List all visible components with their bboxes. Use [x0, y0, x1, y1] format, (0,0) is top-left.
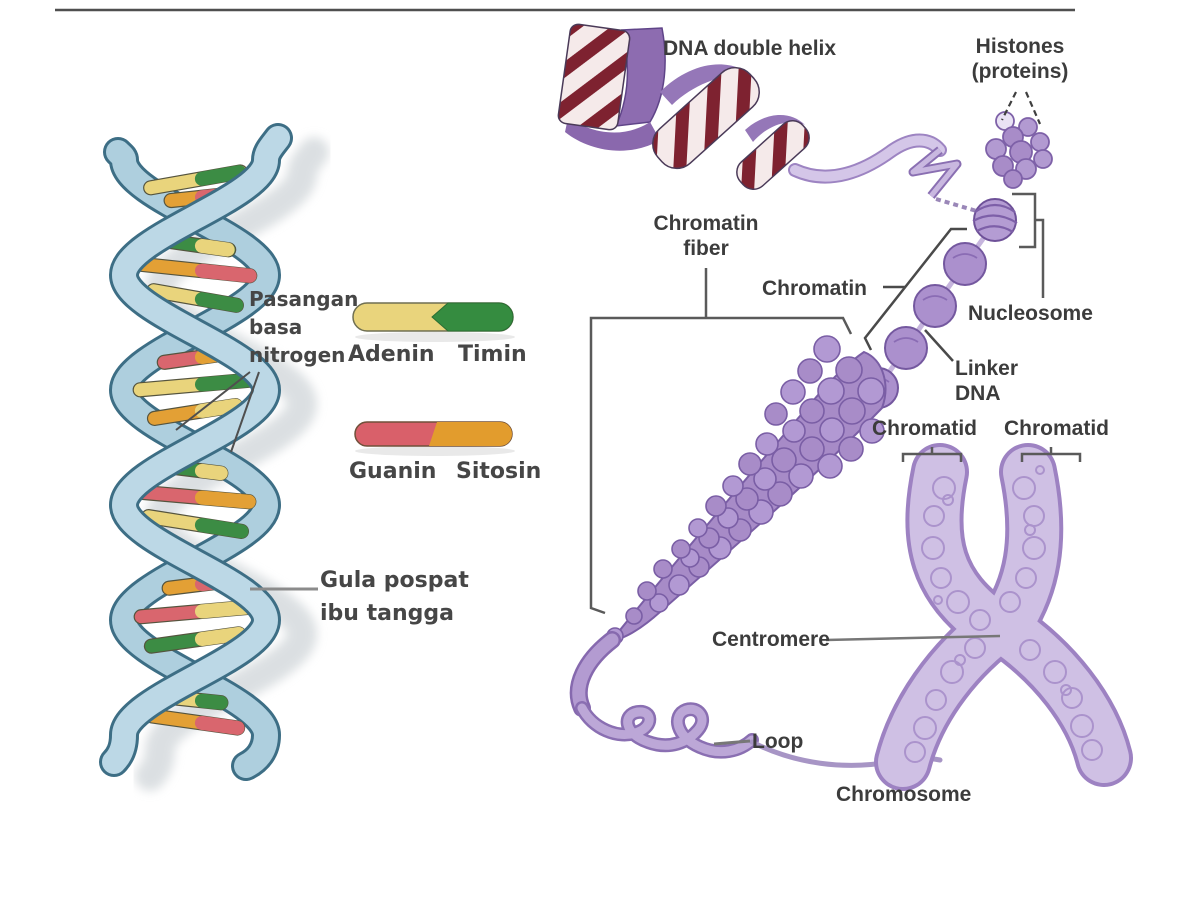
- centromere-leader-line: [825, 634, 1001, 642]
- sitosin-label: Sitosin: [456, 459, 542, 484]
- backbone-label: Gula pospat ibu tangga: [320, 564, 469, 630]
- legend-bar-guanin-sitosin: [354, 421, 515, 456]
- adenin-label: Adenin: [348, 342, 435, 367]
- base-pair-leader-lines: [175, 371, 260, 453]
- timin-label: Timin: [458, 342, 527, 367]
- histones-label-line1: Histones: [975, 35, 1065, 58]
- linker-dna-label-line1: Linker: [955, 357, 1019, 380]
- chromatin-fiber-bracket: [589, 316, 853, 615]
- chromatin-fiber-cone: [606, 335, 887, 645]
- loop-leader-line: [713, 739, 751, 746]
- chromatin-fiber-label: Chromatin fiber: [630, 211, 782, 261]
- chromatid-right-label: Chromatid: [1004, 417, 1109, 440]
- loop-label: Loop: [752, 730, 804, 753]
- chromatin-fiber-label-line2: fiber: [683, 237, 729, 260]
- nucleosome-label: Nucleosome: [968, 302, 1093, 325]
- backbone-label-line1: Gula pospat: [320, 568, 469, 593]
- nucleosome-bracket: [1012, 192, 1045, 298]
- dna-double-helix-label: DNA double helix: [663, 37, 837, 60]
- left-helix: [99, 123, 329, 791]
- dna-helix-ribbon: [557, 23, 981, 214]
- guanin-label: Guanin: [349, 459, 437, 484]
- chromatin-leader-lines: [863, 227, 967, 351]
- chromosome-figure: [874, 443, 1133, 791]
- histone-cluster: [985, 111, 1053, 189]
- linker-dna-label-line2: DNA: [955, 382, 1001, 405]
- chromatin-fiber-label-line1: Chromatin: [653, 212, 759, 235]
- linker-dna-label: Linker DNA: [955, 356, 1018, 406]
- chromatid-left-bracket: [901, 447, 963, 462]
- chromosome-label: Chromosome: [836, 783, 972, 806]
- base-pair-label-line3: nitrogen: [249, 343, 346, 367]
- histones-label-line2: (proteins): [971, 60, 1069, 83]
- linker-dna-leader-line: [924, 329, 954, 362]
- base-pair-label-line1: Pasangan: [249, 287, 359, 311]
- histones-label: Histones (proteins): [940, 34, 1100, 84]
- histones-pointer-lines: [1001, 91, 1042, 125]
- chromatid-right-bracket: [1020, 447, 1082, 462]
- chromatin-label: Chromatin: [762, 277, 867, 300]
- chromatid-left-label: Chromatid: [872, 417, 977, 440]
- backbone-label-line2: ibu tangga: [320, 601, 454, 626]
- legend-bar-adenin-timin: [352, 302, 515, 342]
- base-pair-label: Pasangan basa nitrogen: [249, 285, 358, 369]
- centromere-label: Centromere: [712, 628, 830, 651]
- base-pair-label-line2: basa: [249, 315, 303, 339]
